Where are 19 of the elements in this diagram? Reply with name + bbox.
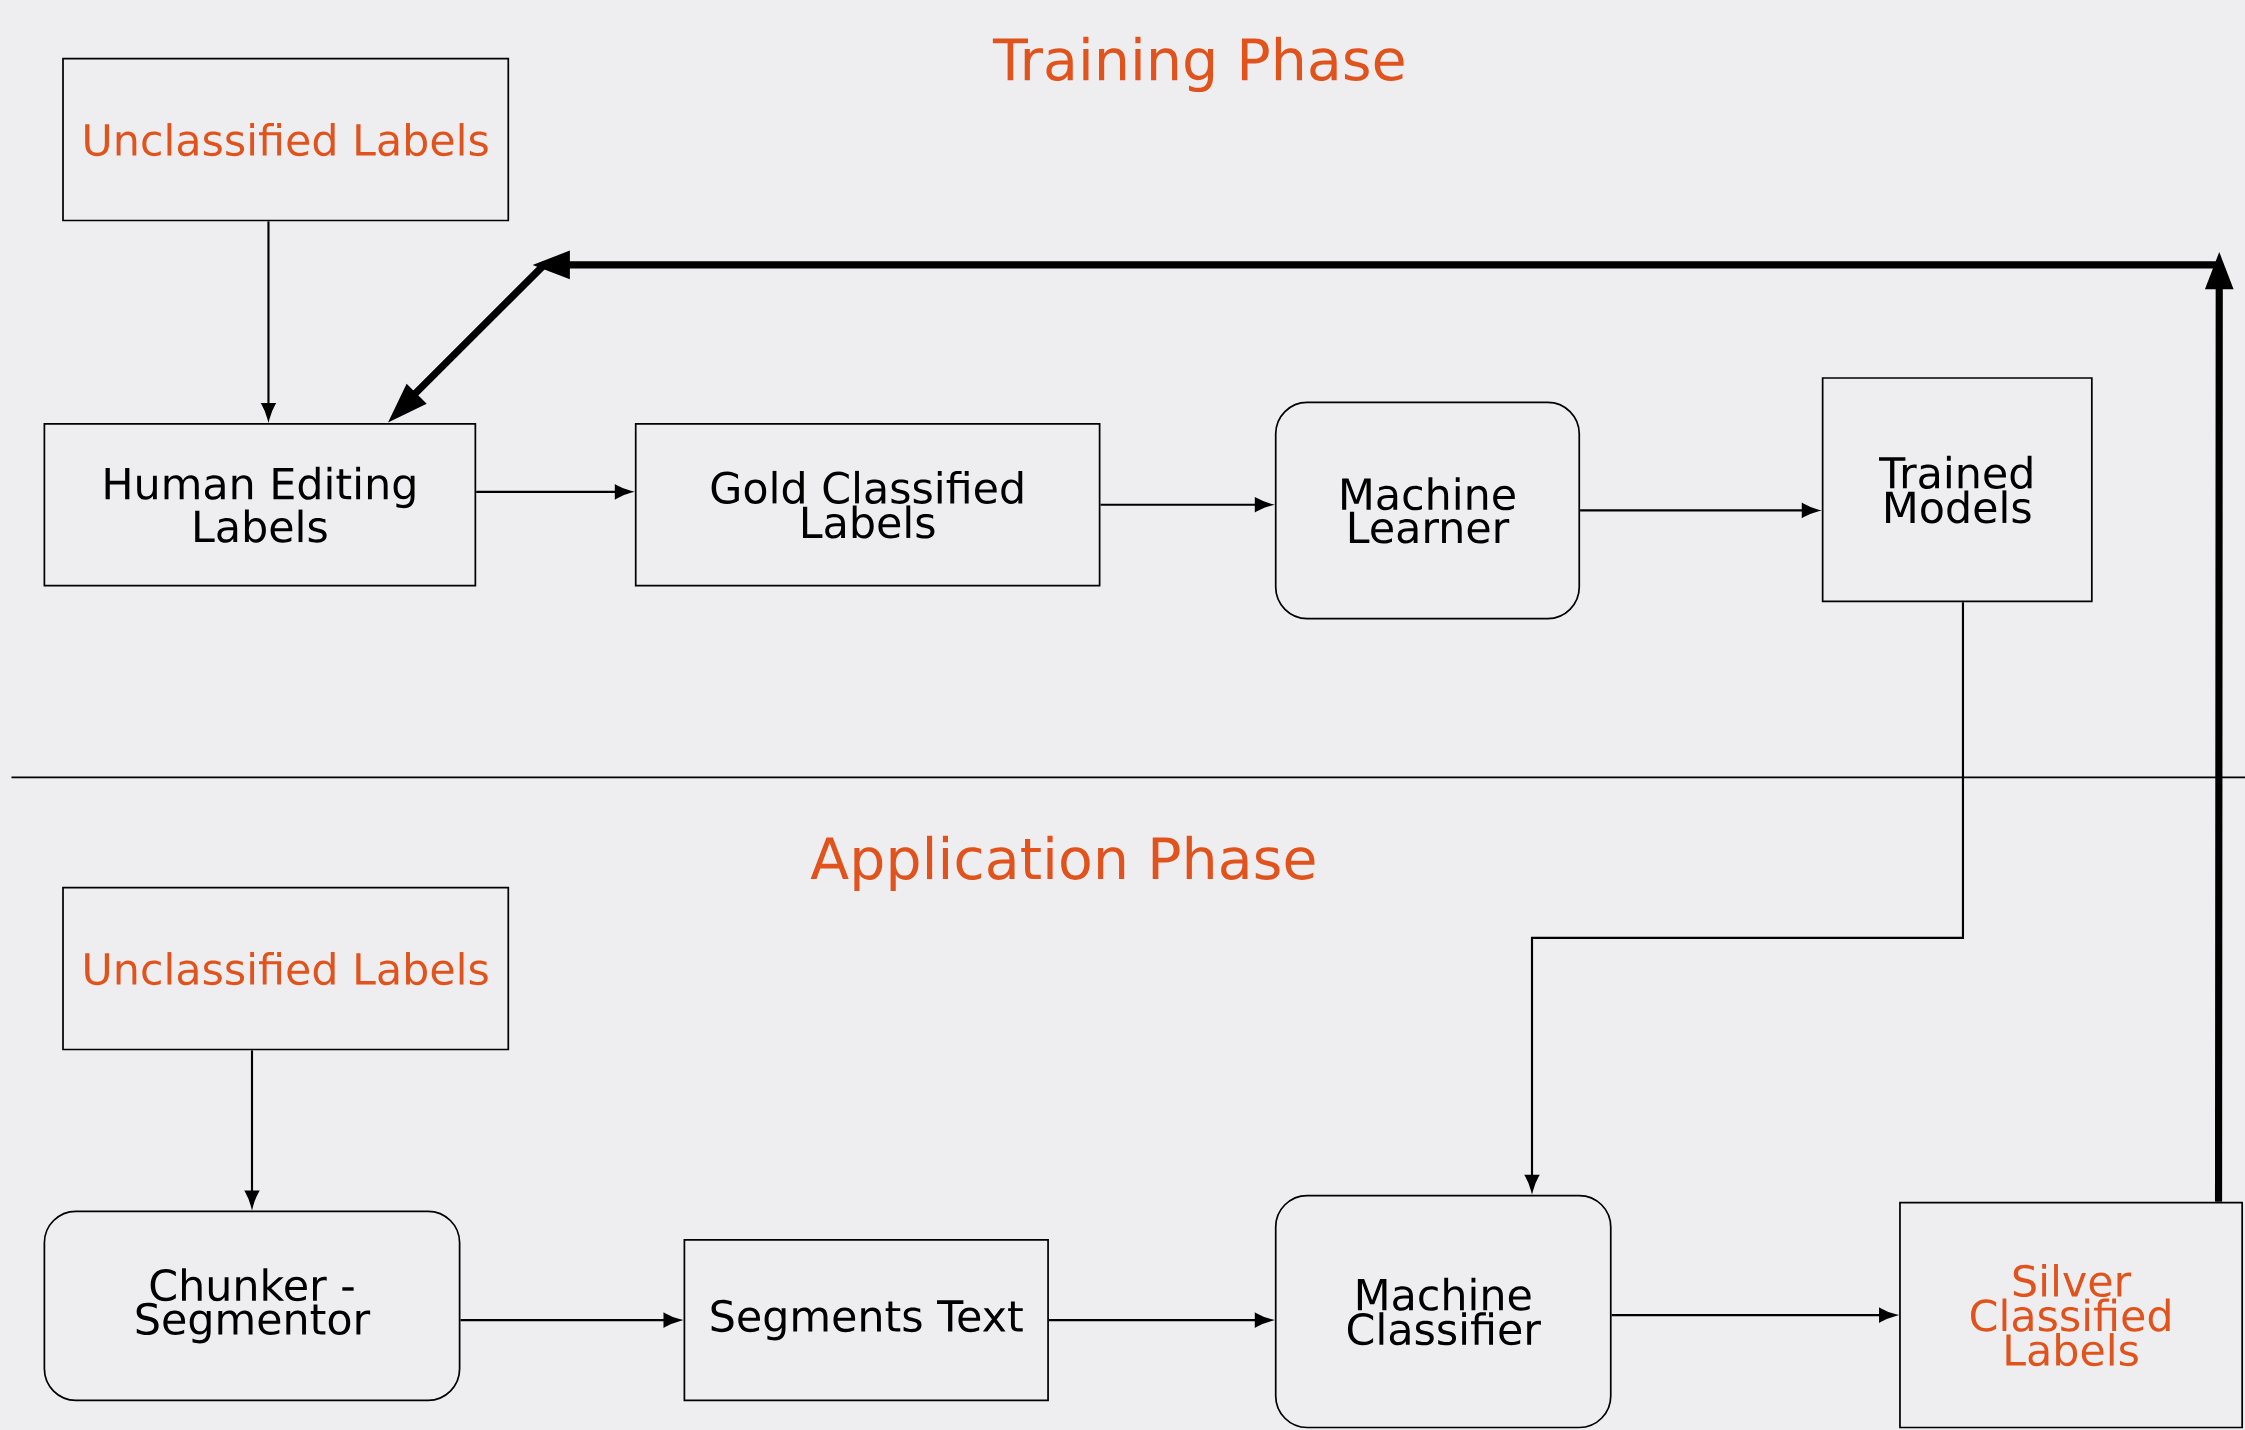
arrow [1524, 602, 1965, 1192]
rounded-box: Chunker - Segmentor [43, 1210, 461, 1401]
arrow [476, 484, 632, 499]
arrow [1100, 497, 1272, 512]
section-heading: Application Phase [810, 835, 1315, 891]
process-box: Unclassified Labels [62, 57, 510, 222]
process-box: Gold Classified Labels [634, 422, 1101, 587]
arrow [460, 1312, 681, 1327]
process-box: Human Editing Labels [43, 422, 477, 587]
process-box: Silver Classified Labels [1899, 1201, 2244, 1429]
rounded-box: Machine Learner [1274, 401, 1581, 620]
process-box: Unclassified Labels [62, 886, 510, 1051]
rounded-box: Machine Classifier [1274, 1194, 1612, 1429]
process-box: Trained Models [1821, 376, 2093, 603]
arrow [1048, 1312, 1272, 1327]
arrow [244, 1050, 260, 1208]
arrow [1611, 1307, 1896, 1322]
process-box: Segments Text [683, 1238, 1049, 1401]
section-heading: Training Phase [992, 36, 1404, 92]
